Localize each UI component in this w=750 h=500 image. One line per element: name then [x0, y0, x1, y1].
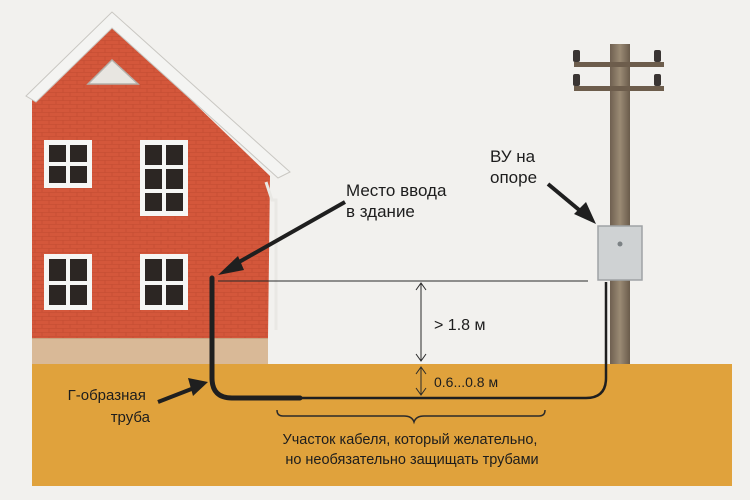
gutter [264, 181, 278, 330]
meter-dial-icon [617, 241, 623, 247]
house-roof [25, 11, 291, 179]
attic-window [86, 58, 140, 85]
ground [32, 364, 732, 486]
l-pipe-label: Г-образная труба [68, 387, 151, 426]
height-dimension [415, 282, 427, 362]
height-label: > 1.8 м [434, 317, 485, 334]
l-shaped-pipe [209, 275, 303, 401]
house [25, 11, 291, 364]
insulator-icons [573, 50, 661, 86]
pipe-arrow-icon [157, 378, 208, 404]
cable-section-bracket [276, 409, 546, 425]
buried-cable [300, 282, 608, 400]
depth-dimension [415, 366, 427, 396]
meter-box [597, 225, 643, 281]
pole-device-label: ВУ на опоре [490, 147, 540, 187]
depth-label: 0.6...0.8 м [434, 374, 498, 390]
device-arrow-icon [546, 182, 596, 224]
entry-arrow-icon [218, 200, 346, 275]
house-foundation [32, 338, 268, 364]
utility-pole [573, 44, 664, 364]
entry-point-label: Место ввода в здание [346, 181, 451, 221]
window-top-right [140, 140, 188, 216]
window-bottom-left [44, 254, 92, 310]
window-top-left [44, 140, 92, 188]
cable-section-label: Участок кабеля, который желательно, но н… [283, 432, 542, 468]
window-bottom-right [140, 254, 188, 310]
